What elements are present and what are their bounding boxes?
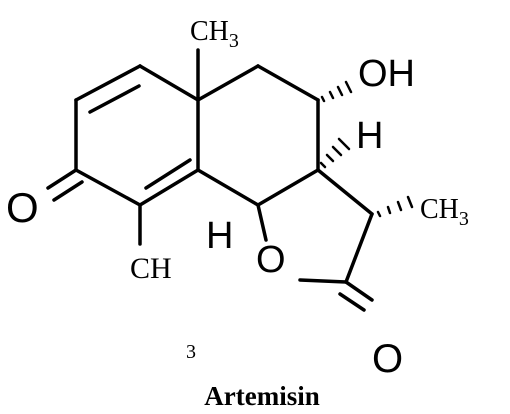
bond-c4-c5-double <box>144 158 192 190</box>
label-bottom-sub: 3 <box>186 341 196 363</box>
label-top-methyl: CH3 <box>190 16 239 52</box>
bond-c3-c4 <box>74 168 142 207</box>
label-right-methyl: CH3 <box>420 194 469 230</box>
bond-ketone-2 <box>52 180 84 202</box>
bond-c9-c8 <box>256 64 320 102</box>
bond-carbonyl-1 <box>344 280 374 302</box>
bond-c6-o <box>256 203 268 242</box>
compound-name: Artemisin <box>204 381 319 411</box>
label-ring-h: H <box>356 115 383 157</box>
bond-c7-c6 <box>256 168 320 207</box>
hashed-bond-methyl <box>376 195 414 218</box>
bond-ketone-1 <box>46 168 78 190</box>
label-lactone-o: O <box>372 337 403 381</box>
bond-c6-c5 <box>196 168 260 207</box>
label-bottom-methyl: CH <box>130 252 172 285</box>
label-ketone-o: O <box>6 184 39 231</box>
label-ether-o: O <box>256 239 286 281</box>
bond-c4-c5 <box>138 168 200 207</box>
bond-c7-c11 <box>316 168 374 216</box>
bond-c11-c12 <box>344 212 374 284</box>
bond-c1-c2-double <box>88 84 141 114</box>
label-hydroxyl: OH <box>358 53 415 95</box>
bond-c1-c2 <box>74 64 142 102</box>
hashed-bond-oh <box>320 80 353 103</box>
bond-c2-c10 <box>138 64 200 102</box>
label-lower-h: H <box>206 215 233 257</box>
bond-c10-c9 <box>196 64 260 102</box>
bond-c12-o <box>298 278 348 284</box>
hashed-bond-h <box>319 137 351 169</box>
bond-carbonyl-2 <box>338 292 366 312</box>
